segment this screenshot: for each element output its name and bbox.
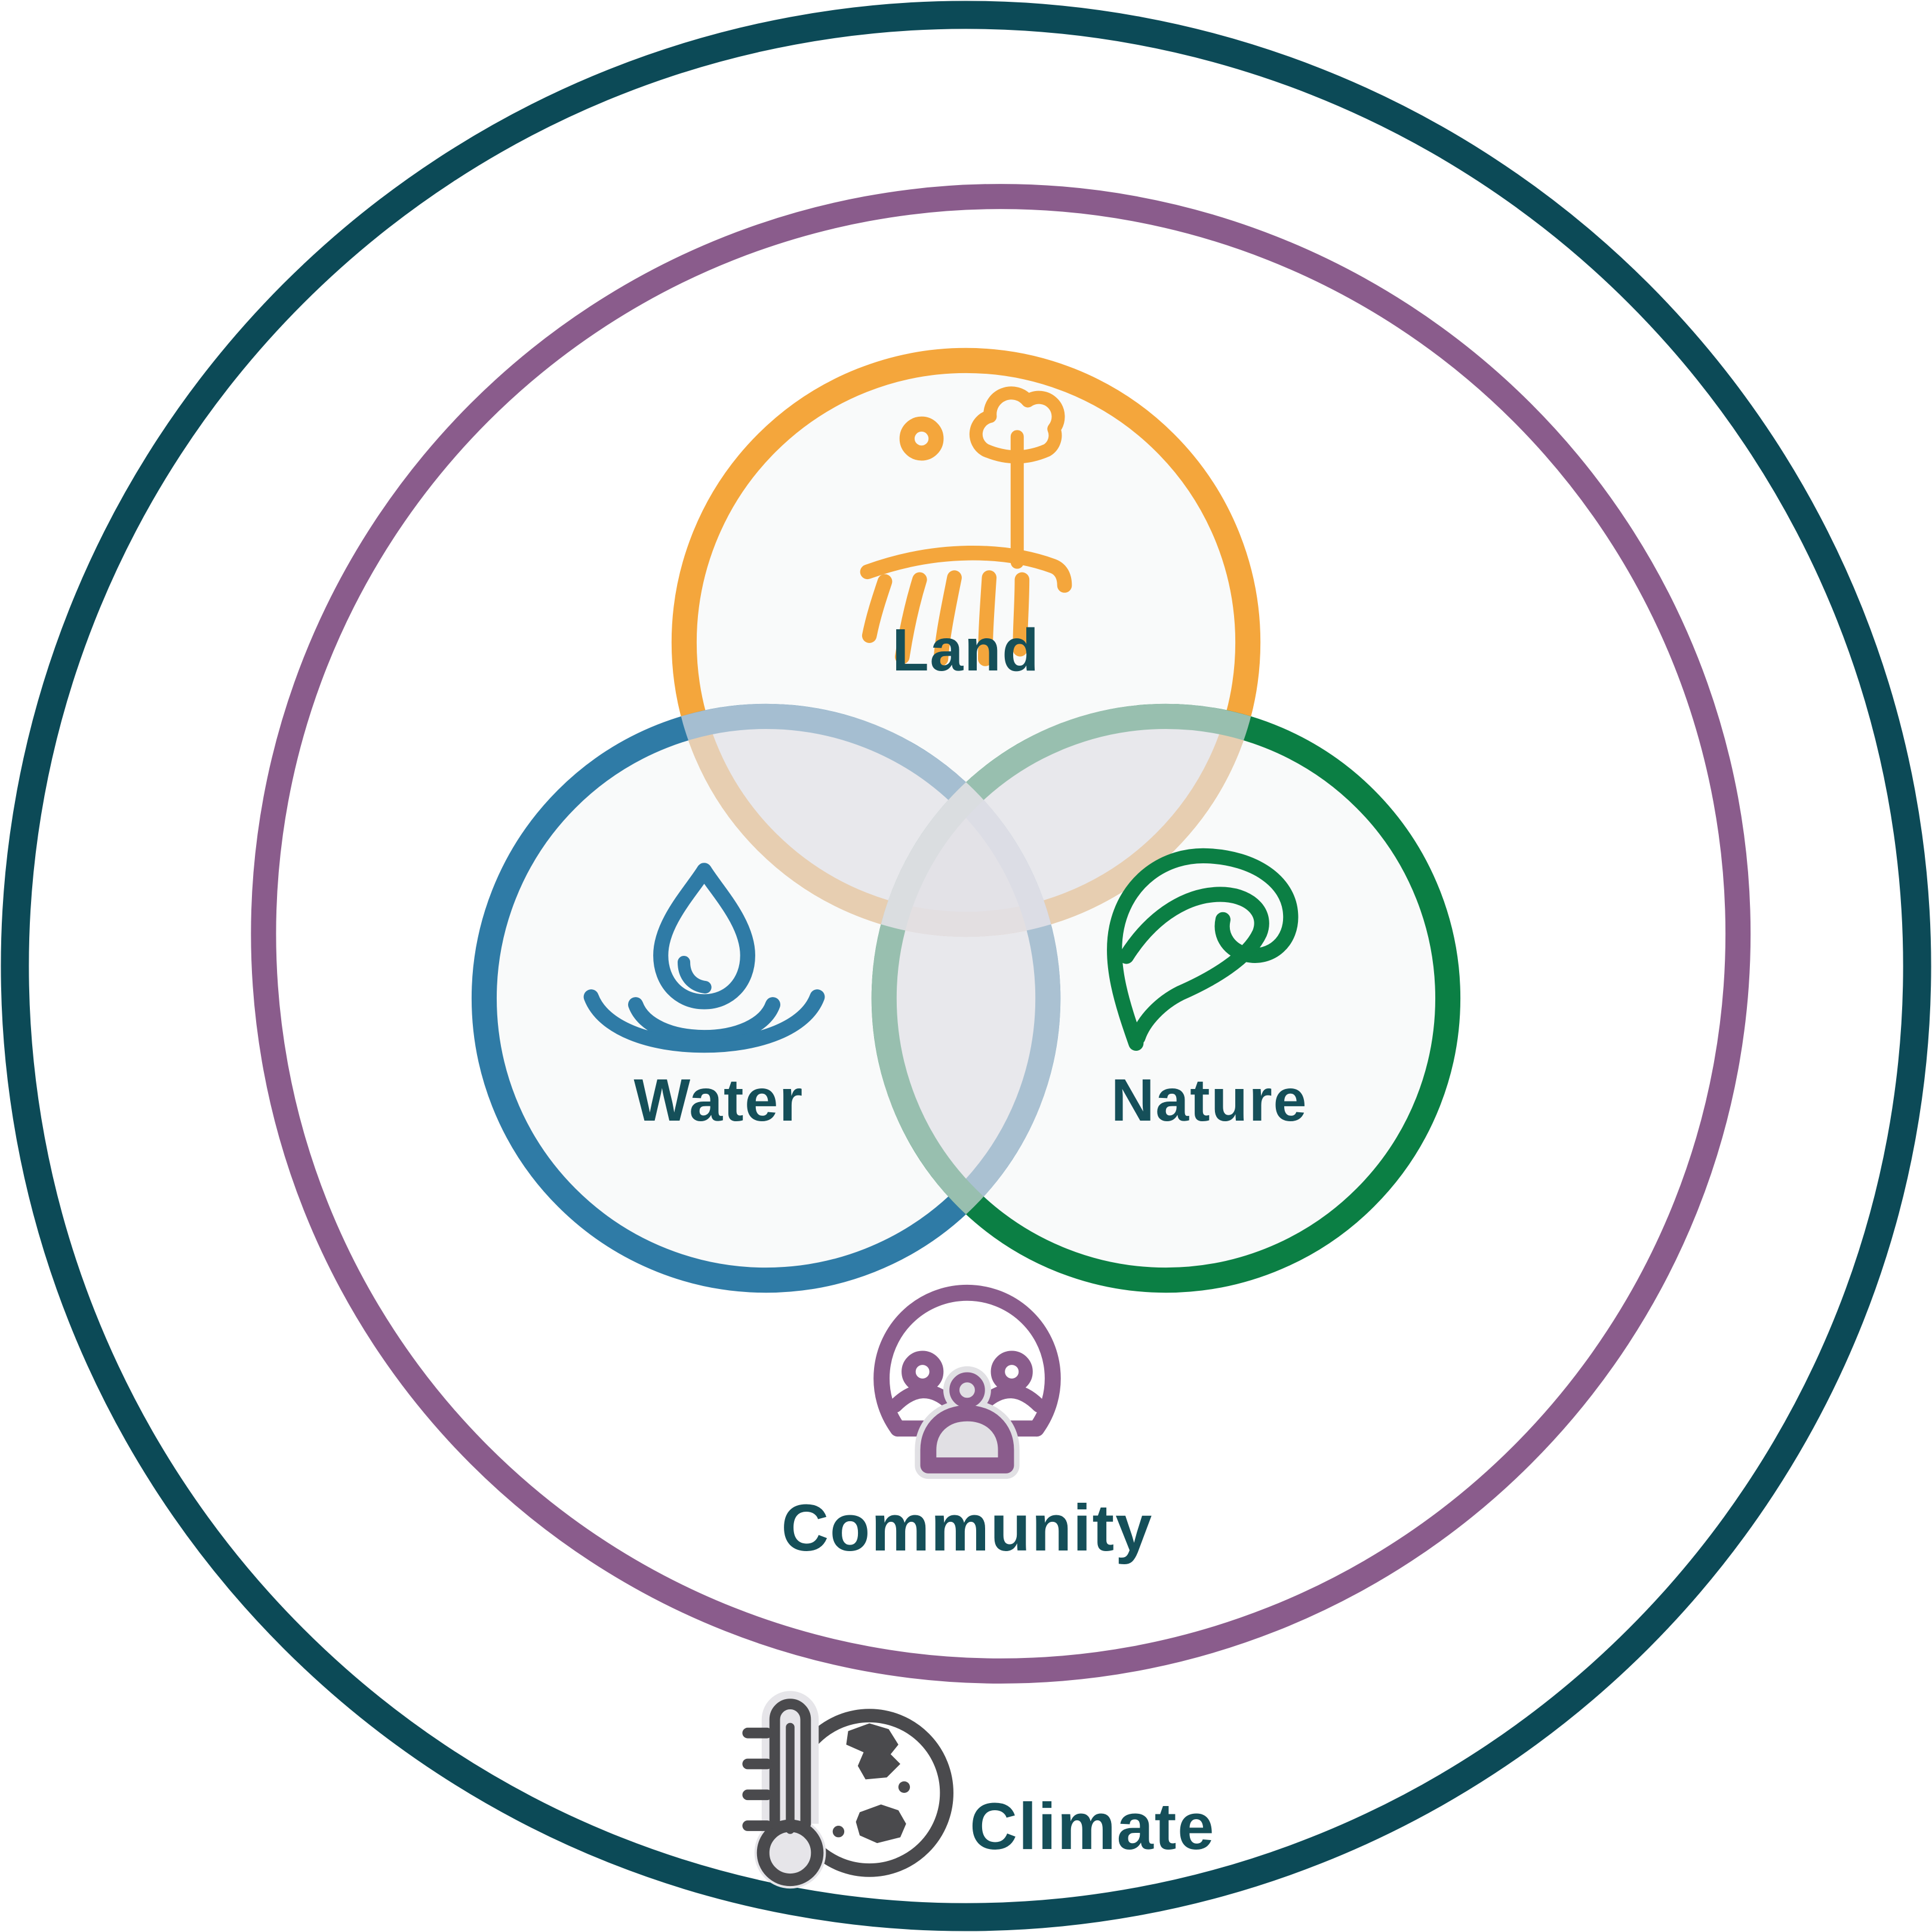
- climate-thermometer-globe-icon: [742, 1691, 953, 1889]
- globe-continent-south: [856, 1804, 906, 1844]
- nature-leaf-icon: [1107, 848, 1299, 1051]
- field-furrow: [862, 574, 893, 643]
- thermometer-tube: [769, 1699, 811, 1829]
- land-field-sun-tree-icon: [860, 386, 1072, 666]
- field-furrow: [978, 570, 997, 666]
- community-people-icon: [873, 1284, 1061, 1479]
- person-body-center: [920, 1405, 1014, 1473]
- person-head-left: [902, 1350, 944, 1393]
- ripple-inner: [628, 997, 781, 1045]
- field-furrow: [1013, 572, 1030, 657]
- ripple-outer: [583, 989, 825, 1053]
- sun-icon: [899, 416, 944, 461]
- nature-label: Nature: [1111, 1067, 1308, 1134]
- person-head-right: [990, 1350, 1033, 1393]
- tree-canopy-icon: [969, 386, 1065, 464]
- field-furrow: [894, 572, 927, 664]
- community-label: Community: [782, 1491, 1153, 1565]
- water-droplet-ripples-icon: [583, 863, 825, 1053]
- field-furrow: [933, 570, 962, 666]
- leaf-vein: [1118, 887, 1269, 1045]
- water-nature-overlap-fade: [871, 703, 1061, 1293]
- droplet-icon: [653, 863, 755, 1010]
- globe-island: [832, 1826, 845, 1838]
- person-head-center: [949, 1372, 985, 1408]
- globe-continent-north: [846, 1723, 900, 1780]
- droplet-highlight: [678, 956, 712, 994]
- person-shoulders-left: [888, 1384, 957, 1413]
- water-label: Water: [633, 1067, 804, 1134]
- field-top-curve: [860, 546, 1072, 593]
- thermometer-heat-dashes: [742, 1727, 773, 1831]
- community-arch: [873, 1284, 1061, 1437]
- climate-label: Climate: [970, 1790, 1215, 1863]
- community-ring: [251, 184, 1751, 1684]
- globe-island: [898, 1781, 910, 1793]
- land-label: Land: [892, 617, 1039, 684]
- person-shoulders-right: [977, 1384, 1046, 1413]
